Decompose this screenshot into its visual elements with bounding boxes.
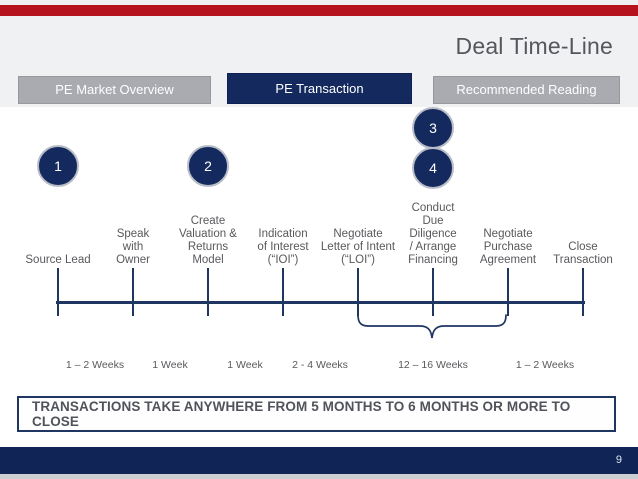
timeline-tick [582, 268, 584, 316]
duration-label-4: 2 - 4 Weeks [292, 359, 348, 371]
step-badge-3: 3 [412, 107, 454, 149]
stage-label-due-diligence: Conduct Due Diligence / Arrange Financin… [408, 202, 458, 266]
note-box: TRANSACTIONS TAKE ANYWHERE FROM 5 MONTHS… [17, 396, 616, 432]
step-badge-2: 2 [187, 145, 229, 187]
duration-label-6: 1 – 2 Weeks [515, 359, 575, 371]
stage-label-purchase-agreement: Negotiate Purchase Agreement [479, 228, 537, 266]
timeline-tick [357, 268, 359, 316]
duration-label-2: 1 Week [152, 359, 188, 371]
tab-pe-market-overview[interactable]: PE Market Overview [18, 76, 211, 104]
bottom-strip [0, 474, 638, 479]
note-text: TRANSACTIONS TAKE ANYWHERE FROM 5 MONTHS… [32, 399, 571, 429]
timeline-tick [507, 268, 509, 316]
stage-label-close-transaction: Close Transaction [553, 241, 613, 266]
footer-bar: 9 [0, 447, 638, 474]
stage-label-create-valuation: Create Valuation & Returns Model [179, 215, 237, 266]
page-title: Deal Time-Line [455, 33, 613, 59]
duration-label-1: 1 – 2 Weeks [65, 359, 125, 371]
step-badge-4: 4 [412, 147, 454, 189]
timeline-tick [57, 268, 59, 316]
stage-label-source-lead: Source Lead [25, 254, 91, 266]
stage-label-loi: Negotiate Letter of Intent (“LOI”) [320, 228, 396, 266]
step-badge-1: 1 [37, 145, 79, 187]
timeline-axis [56, 301, 585, 304]
stage-label-ioi: Indication of Interest (“IOI”) [257, 228, 309, 266]
tab-recommended-reading[interactable]: Recommended Reading [433, 76, 620, 104]
timeline-tick [132, 268, 134, 316]
top-accent-bar [0, 5, 638, 16]
curly-brace-icon [357, 314, 507, 339]
timeline-tick [282, 268, 284, 316]
duration-label-3: 1 Week [227, 359, 263, 371]
page-number: 9 [615, 454, 622, 466]
duration-label-5: 12 – 16 Weeks [398, 359, 468, 371]
timeline-tick [432, 268, 434, 316]
timeline-tick [207, 268, 209, 316]
stage-label-speak-with-owner: Speak with Owner [116, 228, 150, 266]
tab-pe-transaction[interactable]: PE Transaction [227, 73, 412, 104]
